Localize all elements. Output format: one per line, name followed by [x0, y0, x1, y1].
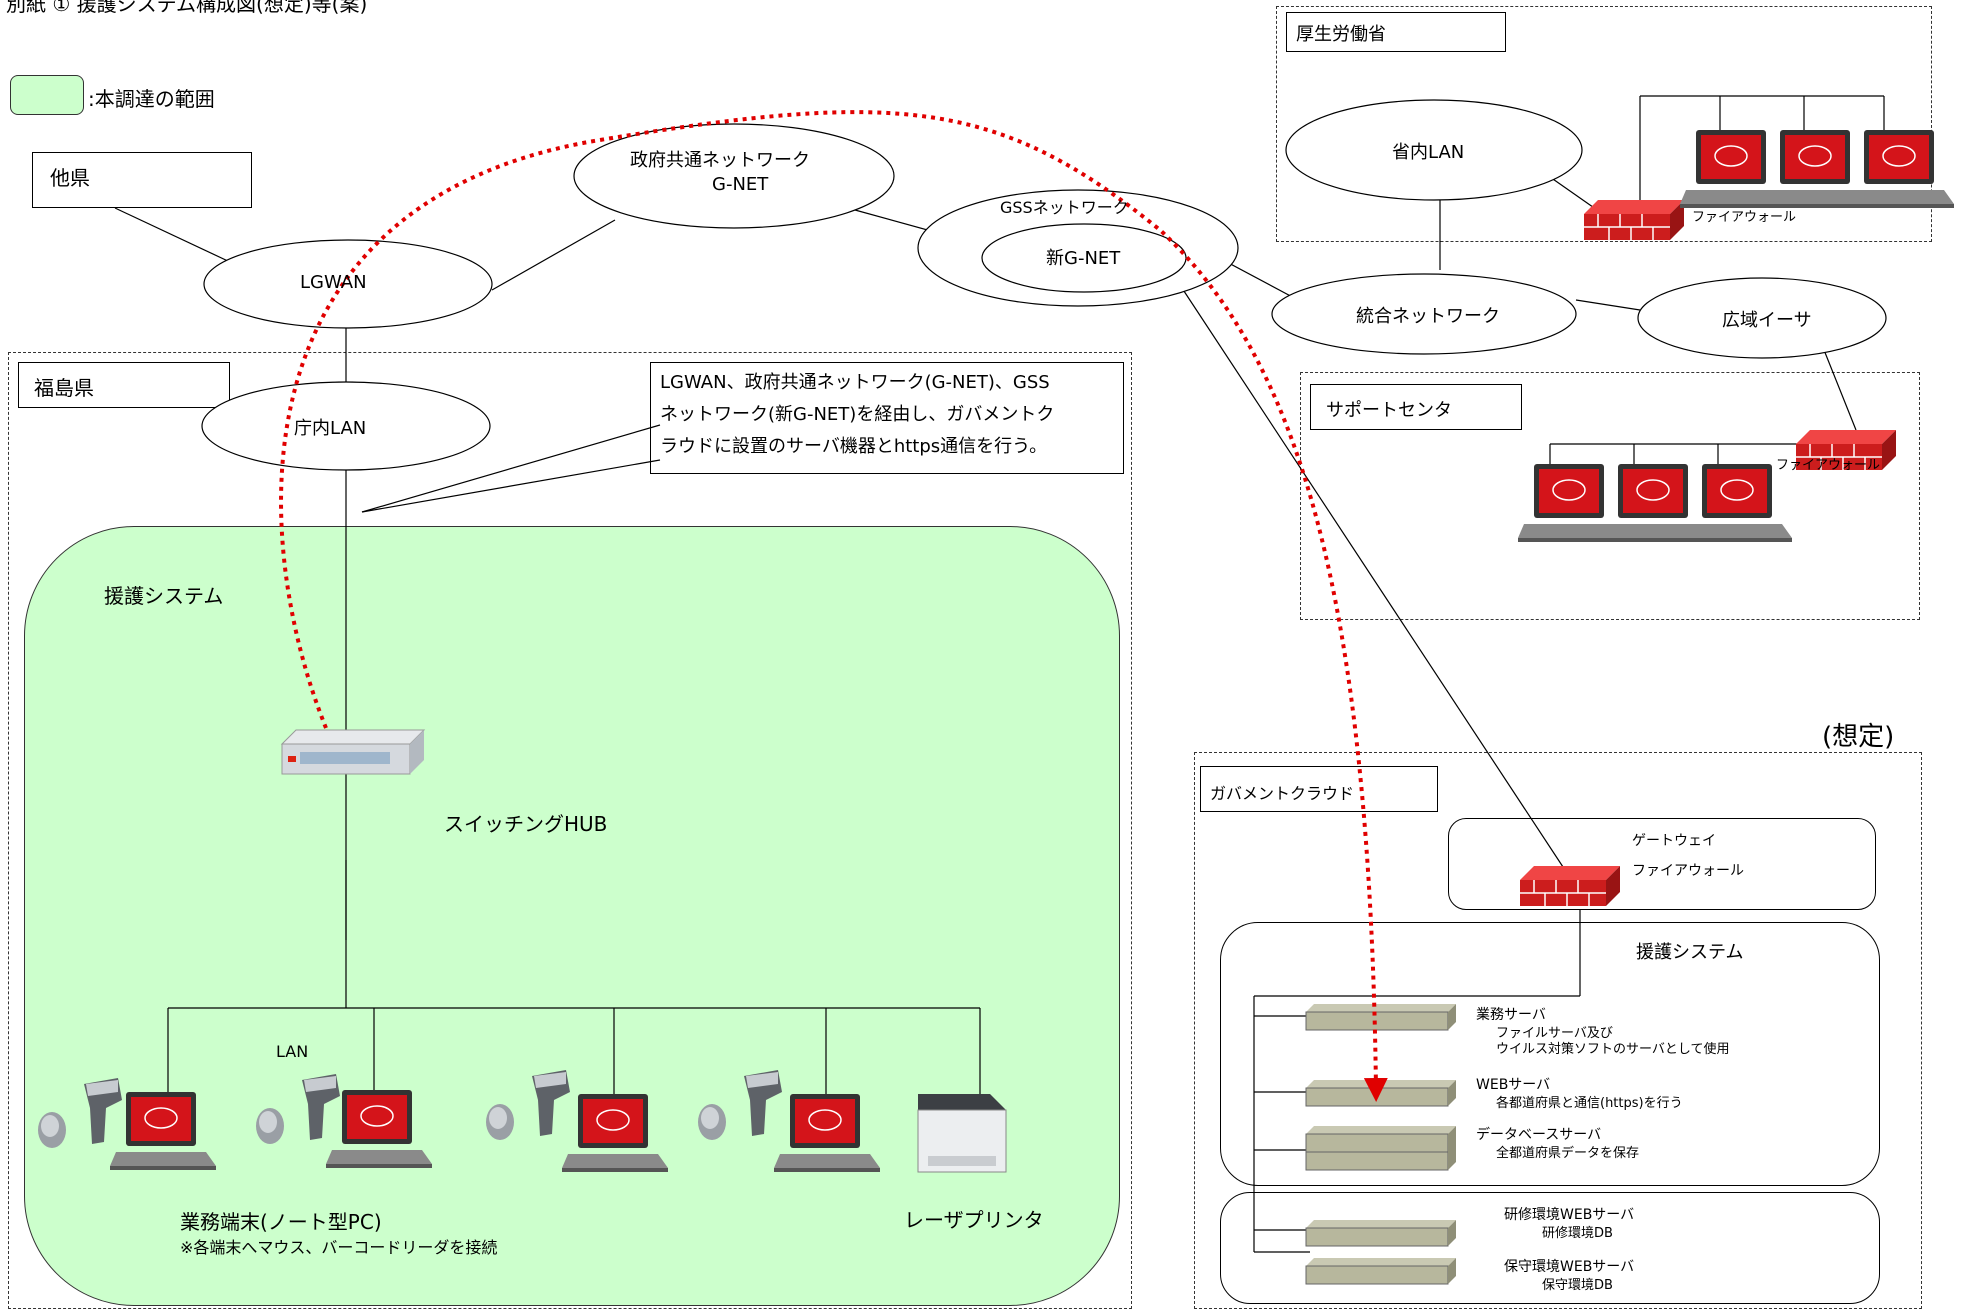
- gateway-box: [1448, 818, 1876, 910]
- gyomu-server-icon: [1305, 1003, 1457, 1031]
- server-desc-5: 保守環境DB: [1542, 1278, 1613, 1293]
- printer-icon: [917, 1094, 1007, 1173]
- mhlw-box: [1286, 12, 1506, 52]
- engo-system-area: [24, 526, 1120, 1306]
- cloud-engo-box: [1220, 922, 1880, 1186]
- new-gnet-label: 新G-NET: [1046, 248, 1121, 269]
- mhlw-label: 厚生労働省: [1296, 24, 1386, 45]
- server-name-1: 業務サーバ: [1476, 1007, 1546, 1023]
- server-name-4: 研修環境WEBサーバ: [1504, 1207, 1635, 1223]
- server-desc-1a: ファイルサーバ及び: [1496, 1026, 1613, 1041]
- gateway-fw-label: ファイアウォール: [1632, 863, 1744, 879]
- server-name-2: WEBサーバ: [1476, 1077, 1551, 1093]
- terminal-group-2: [256, 1074, 433, 1169]
- soutei-label: (想定): [1822, 722, 1895, 752]
- server-desc-4: 研修環境DB: [1542, 1226, 1613, 1241]
- gov-net-label-1: 政府共通ネットワーク: [630, 150, 810, 171]
- callout-line-1: LGWAN、政府共通ネットワーク(G-NET)、GSS: [660, 372, 1050, 393]
- terminal-group-1: [38, 1078, 217, 1171]
- support-box: [1310, 384, 1522, 430]
- shonai-lan-label: 省内LAN: [1392, 142, 1465, 163]
- gateway-firewall-icon: [1519, 865, 1621, 907]
- legend-swatch: [10, 75, 84, 115]
- terminal-group-3: [486, 1070, 669, 1173]
- terminal-note: ※各端末へマウス、バーコードリーダを接続: [180, 1238, 498, 1257]
- koiki-label: 広域イーサ: [1722, 310, 1812, 331]
- line-takken-lgwan: [114, 207, 231, 263]
- legend-label: :本調達の範囲: [88, 87, 215, 111]
- server-desc-3: 全都道府県データを保存: [1496, 1146, 1640, 1161]
- gov-cloud-label: ガバメントクラウド: [1210, 784, 1355, 803]
- gov-cloud-box: [1200, 766, 1438, 812]
- mhlw-firewall-label: ファイアウォール: [1692, 210, 1797, 225]
- switch-hub-label: スイッチングHUB: [444, 812, 608, 836]
- chonai-lan-ellipse: [201, 381, 491, 471]
- lgwan-label: LGWAN: [300, 272, 367, 293]
- callout-line-3: ラウドに設置のサーバ機器とhttps通信を行う。: [660, 436, 1048, 457]
- koiki-ellipse: [1637, 277, 1887, 359]
- callout-line-2: ネットワーク(新G-NET)を経由し、ガバメントク: [660, 404, 1055, 425]
- switching-hub-icon: [280, 729, 426, 775]
- server-name-3: データベースサーバ: [1476, 1127, 1602, 1143]
- server-name-5: 保守環境WEBサーバ: [1504, 1259, 1635, 1275]
- support-label: サポートセンタ: [1326, 400, 1452, 421]
- shonai-lan-ellipse: [1285, 99, 1583, 201]
- gov-net-ellipse: [573, 123, 895, 229]
- lan-label: LAN: [276, 1042, 309, 1061]
- takken-box: [32, 152, 252, 208]
- cloud-engo-label: 援護システム: [1636, 942, 1744, 963]
- togo-net-label: 統合ネットワーク: [1356, 306, 1500, 327]
- engo-system-label: 援護システム: [104, 584, 224, 608]
- gss-net-label: GSSネットワーク: [1000, 198, 1129, 217]
- support-laptop-icon: [1685, 463, 1793, 543]
- page-title: 別紙 ① 援護システム構成図(想定)等(案): [6, 0, 368, 16]
- web-server-icon: [1305, 1079, 1457, 1107]
- db-server-icon: [1305, 1126, 1456, 1171]
- server-desc-2: 各都道府県と通信(https)を行う: [1496, 1096, 1683, 1111]
- terminal-label: 業務端末(ノート型PC): [180, 1210, 382, 1234]
- training-box: [1220, 1192, 1880, 1304]
- lgwan-ellipse: [203, 239, 493, 329]
- terminal-group-4: [698, 1070, 881, 1173]
- maint-server-icon: [1305, 1257, 1457, 1285]
- new-gnet-ellipse: [981, 223, 1187, 293]
- fukushima-label: 福島県: [34, 376, 94, 400]
- fukushima-box: [18, 362, 230, 408]
- https-route-line: [279, 110, 1388, 1102]
- takken-label: 他県: [50, 166, 90, 190]
- server-desc-1b: ウイルス対策ソフトのサーバとして使用: [1496, 1042, 1730, 1057]
- gov-net-label-2: G-NET: [712, 174, 769, 195]
- gateway-label: ゲートウェイ: [1632, 833, 1716, 849]
- support-firewall-label: ファイアウォール: [1776, 458, 1881, 473]
- support-zone: [1300, 372, 1920, 620]
- printer-label: レーザプリンタ: [904, 1208, 1044, 1232]
- training-server-icon: [1305, 1219, 1457, 1247]
- callout-box: [650, 362, 1124, 474]
- mhlw-zone: [1276, 6, 1932, 242]
- chonai-lan-label: 庁内LAN: [294, 418, 367, 439]
- mhlw-firewall-icon: [1583, 199, 1685, 241]
- mhlw-laptop-icon: [1847, 129, 1955, 209]
- togo-net-ellipse: [1271, 273, 1577, 355]
